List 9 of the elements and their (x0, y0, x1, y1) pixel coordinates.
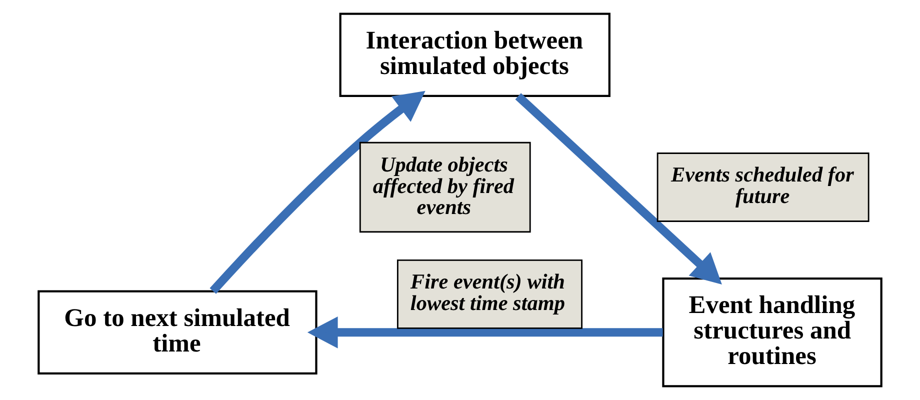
edge-label: Update objects affected by fired events (372, 152, 514, 220)
node-box: Event handling structures and routines (662, 278, 882, 388)
edge-label: Events scheduled for future (671, 162, 854, 208)
node-box: Go to next simulated time (38, 290, 318, 375)
arrow (210, 90, 426, 294)
node-box: Interaction between simulated objects (339, 12, 610, 97)
arrow (307, 316, 663, 348)
arrow (515, 93, 722, 284)
edge-label: Fire event(s) with lowest time stamp (410, 270, 565, 315)
